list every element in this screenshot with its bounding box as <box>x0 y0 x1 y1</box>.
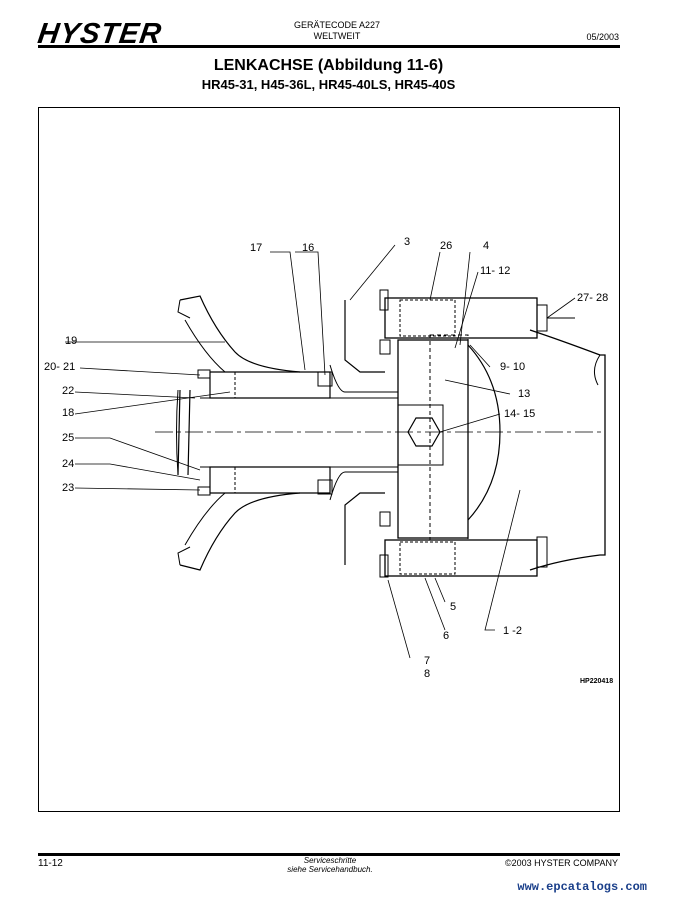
footer-note-line1: Serviceschritte <box>303 856 357 865</box>
callout-13: 13 <box>518 388 531 400</box>
copyright: ©2003 HYSTER COMPANY <box>505 858 618 868</box>
footer-note: Serviceschritte siehe Servicehandbuch. <box>260 856 400 874</box>
page-number: 11-12 <box>38 858 63 869</box>
footer-rule <box>38 853 620 856</box>
callout-7: 7 <box>424 655 431 667</box>
document-code: GERÄTECODE A227 WELTWEIT <box>272 20 402 42</box>
doc-code-line2: WELTWEIT <box>313 31 361 41</box>
callout-24: 24 <box>62 458 75 470</box>
callout-22: 22 <box>62 385 75 397</box>
callout-8: 8 <box>424 668 431 680</box>
watermark: www.epcatalogs.com <box>517 880 647 894</box>
page-title: LENKACHSE (Abbildung 11-6) <box>213 57 444 74</box>
figure-frame <box>38 107 620 812</box>
callout-27-28: 27- 28 <box>577 292 609 304</box>
callout-17: 17 <box>250 242 263 254</box>
figure-id: HP220418 <box>580 678 614 685</box>
header-rule <box>38 45 620 48</box>
callout-5: 5 <box>450 601 457 613</box>
callout-19: 19 <box>65 335 78 347</box>
callout-25: 25 <box>62 432 75 444</box>
callout-20-21: 20- 21 <box>44 361 76 373</box>
footer-note-line2: siehe Servicehandbuch. <box>287 865 373 874</box>
document-date: 05/2003 <box>586 32 619 42</box>
callout-11-12: 11- 12 <box>480 265 511 277</box>
callout-4: 4 <box>483 240 490 252</box>
doc-code-line1: GERÄTECODE A227 <box>293 20 381 30</box>
callout-26: 26 <box>440 240 453 252</box>
callout-23: 23 <box>62 482 75 494</box>
callout-3: 3 <box>404 236 411 248</box>
callout-1-2: 1 -2 <box>503 625 522 637</box>
callout-16: 16 <box>302 242 315 254</box>
callout-6: 6 <box>443 630 450 642</box>
callout-14-15: 14- 15 <box>504 408 536 420</box>
callout-18: 18 <box>62 407 75 419</box>
callout-9-10: 9- 10 <box>500 361 526 373</box>
page-subtitle: HR45-31, H45-36L, HR45-40LS, HR45-40S <box>201 77 456 92</box>
